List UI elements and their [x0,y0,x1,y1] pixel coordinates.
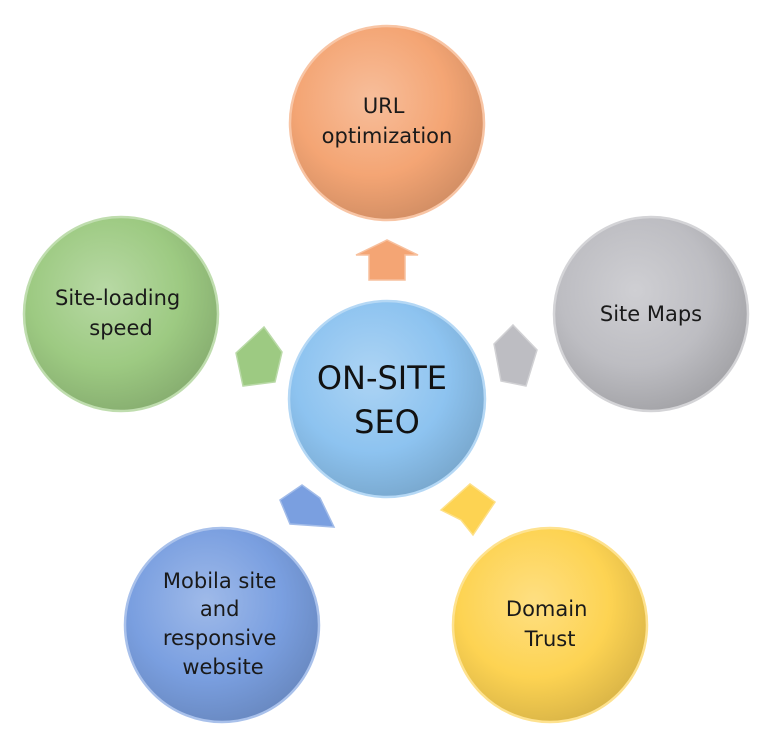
node-domain-trust: Domain Trust [451,526,649,724]
node-site-loading-speed: Site-loading speed [22,215,220,413]
svg-text:Site Maps: Site Maps [600,302,702,326]
site-loading-speed-label-line-1: Site-loading [55,286,180,310]
arrow-to-site-loading-speed [235,325,283,387]
url-optimization-label-line-2: optimization [322,124,453,148]
center-circle [287,299,487,499]
url-optimization-label-line-1: URL [363,94,405,118]
node-center: ON-SITE SEO [287,299,487,499]
domain-trust-label-line-2: Trust [524,627,576,651]
url-optimization-circle [288,24,486,222]
site-maps-circle [552,215,750,413]
arrow-to-domain-trust [439,483,497,537]
node-mobile-site: Mobila site and responsive website [123,526,321,724]
mobile-site-label-line-4: website [182,655,263,679]
site-maps-label-line-1: Site Maps [600,302,702,326]
mobile-site-circle [123,526,321,724]
site-loading-speed-circle [22,215,220,413]
svg-text:Site-loading speed: Site-loading speed [55,286,187,340]
arrow-to-site-maps [493,323,538,387]
domain-trust-label-line-1: Domain [506,597,588,621]
center-label-line-1: ON-SITE [317,359,447,397]
svg-text:ON-SITE SEO: ON-SITE SEO [317,359,457,441]
arrow-to-url-optimization [355,239,419,281]
svg-text:URL optimization: URL optimization [322,94,453,148]
site-loading-speed-label-line-2: speed [89,316,152,340]
domain-trust-circle [451,526,649,724]
mobile-site-label-line-3: responsive [163,626,277,650]
mobile-site-label-line-2: and [200,597,240,621]
node-url-optimization: URL optimization [288,24,486,222]
node-site-maps: Site Maps [552,215,750,413]
svg-text:Mobila site and re: Mobila site and responsive website [163,569,283,679]
center-label-line-2: SEO [354,403,420,441]
mobile-site-label-line-1: Mobila site [163,569,276,593]
arrow-to-mobile-site [279,484,336,528]
svg-text:Domain Trust: Domain Trust [506,597,594,651]
